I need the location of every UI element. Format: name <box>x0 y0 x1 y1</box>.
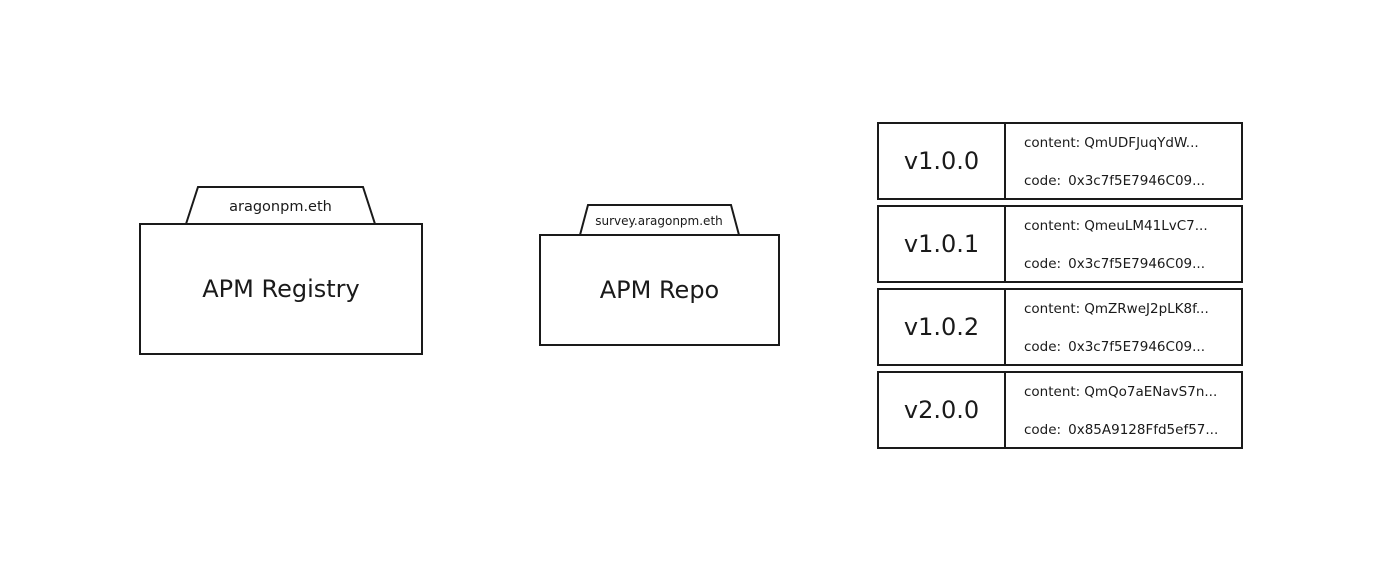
content-key: content: <box>1024 218 1081 234</box>
registry-tab-label: aragonpm.eth <box>229 198 332 215</box>
code-address-line: code: 0x3c7f5E7946C09... <box>1024 173 1205 189</box>
repo-tab-label: survey.aragonpm.eth <box>595 214 723 228</box>
code-address: 0x3c7f5E7946C09... <box>1068 173 1205 189</box>
code-key: code: <box>1024 173 1062 189</box>
content-hash: QmZRweJ2pLK8f... <box>1084 301 1209 317</box>
version-name: v1.0.2 <box>879 290 1006 364</box>
version-row: v1.0.0 content:QmUDFJuqYdW... code: 0x3c7… <box>877 122 1243 200</box>
version-details: content:QmeuLM41LvC7... code: 0x3c7f5E794… <box>1006 207 1241 281</box>
code-address: 0x85A9128Ffd5ef57... <box>1068 422 1219 438</box>
apm-repo-box: APM Repo <box>539 234 780 346</box>
apm-registry-box: APM Registry <box>139 223 423 355</box>
code-address-line: code: 0x3c7f5E7946C09... <box>1024 256 1205 272</box>
version-details: content:QmZRweJ2pLK8f... code: 0x3c7f5E79… <box>1006 290 1241 364</box>
version-name: v1.0.1 <box>879 207 1006 281</box>
content-hash: QmeuLM41LvC7... <box>1084 218 1208 234</box>
code-address-line: code: 0x85A9128Ffd5ef57... <box>1024 422 1218 438</box>
content-hash-line: content:QmUDFJuqYdW... <box>1024 135 1199 151</box>
version-row: v2.0.0 content:QmQo7aENavS7n... code: 0x8… <box>877 371 1243 449</box>
content-key: content: <box>1024 135 1081 151</box>
content-hash: QmUDFJuqYdW... <box>1084 135 1199 151</box>
content-hash: QmQo7aENavS7n... <box>1084 384 1218 400</box>
apm-registry-title: APM Registry <box>202 275 360 303</box>
content-hash-line: content:QmeuLM41LvC7... <box>1024 218 1208 234</box>
code-address: 0x3c7f5E7946C09... <box>1068 256 1205 272</box>
code-address-line: code: 0x3c7f5E7946C09... <box>1024 339 1205 355</box>
version-details: content:QmUDFJuqYdW... code: 0x3c7f5E7946… <box>1006 124 1241 198</box>
version-list: v1.0.0 content:QmUDFJuqYdW... code:0x3c7… <box>877 122 1243 449</box>
version-name: v2.0.0 <box>879 373 1006 447</box>
code-key: code: <box>1024 256 1062 272</box>
apm-repo-title: APM Repo <box>599 276 720 304</box>
content-key: content: <box>1024 301 1081 317</box>
content-hash-line: content:QmQo7aENavS7n... <box>1024 384 1217 400</box>
content-hash-line: content:QmZRweJ2pLK8f... <box>1024 301 1209 317</box>
version-row: v1.0.1 content:QmeuLM41LvC7... code: 0x3c… <box>877 205 1243 283</box>
code-address: 0x3c7f5E7946C09... <box>1068 339 1205 355</box>
version-row: v1.0.2 content:QmZRweJ2pLK8f... code: 0x3… <box>877 288 1243 366</box>
version-name: v1.0.0 <box>879 124 1006 198</box>
version-details: content:QmQo7aENavS7n... code: 0x85A9128F… <box>1006 373 1241 447</box>
code-key: code: <box>1024 422 1062 438</box>
code-key: code: <box>1024 339 1062 355</box>
content-key: content: <box>1024 384 1081 400</box>
